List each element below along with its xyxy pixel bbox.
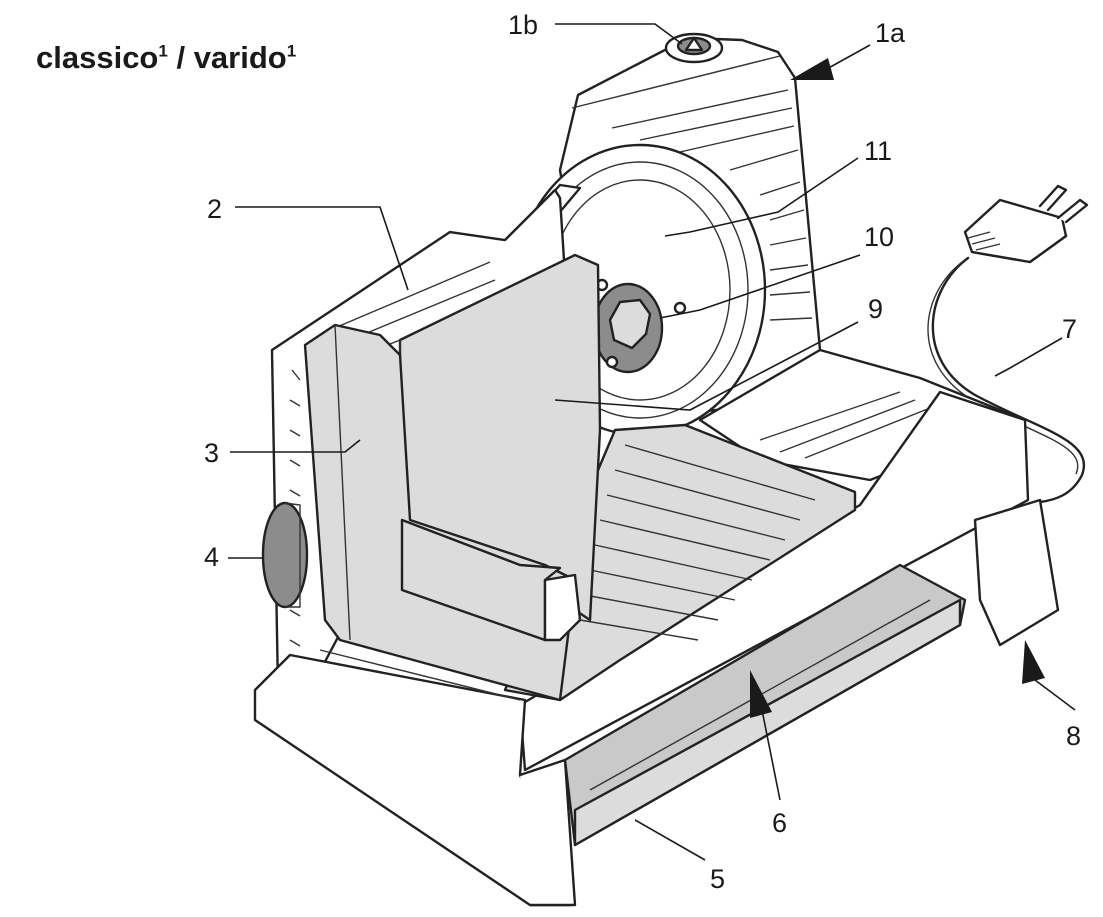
arrow-8 [1022, 640, 1076, 711]
callout-11: 11 [864, 136, 892, 166]
base-housing [253, 348, 1060, 907]
leader-lines [228, 23, 1063, 861]
callout-5: 5 [710, 864, 725, 894]
top-knob [664, 32, 724, 64]
power-plug [963, 184, 1089, 264]
callout-8: 8 [1066, 721, 1081, 751]
title-separator: / [167, 40, 194, 75]
blade-hub [592, 278, 687, 374]
arrow-6 [750, 670, 781, 801]
callout-7: 7 [1062, 314, 1077, 344]
callout-10: 10 [864, 222, 894, 252]
callout-2: 2 [207, 194, 222, 224]
callout-9: 9 [868, 294, 883, 324]
title-footnote-a: 1 [158, 41, 168, 61]
thickness-knob [261, 501, 309, 609]
diagram-title: classico1 / varido1 [36, 40, 296, 76]
title-footnote-b: 1 [286, 41, 297, 61]
title-model-b: varido [193, 40, 287, 75]
callout-3: 3 [204, 438, 219, 468]
callout-4: 4 [204, 542, 219, 572]
callout-6: 6 [772, 808, 787, 838]
end-piece-holder [303, 323, 582, 702]
arrow-1a [790, 44, 871, 80]
callout-1b: 1b [508, 10, 538, 40]
callout-1a: 1a [875, 18, 906, 48]
title-model-a: classico [36, 40, 159, 75]
